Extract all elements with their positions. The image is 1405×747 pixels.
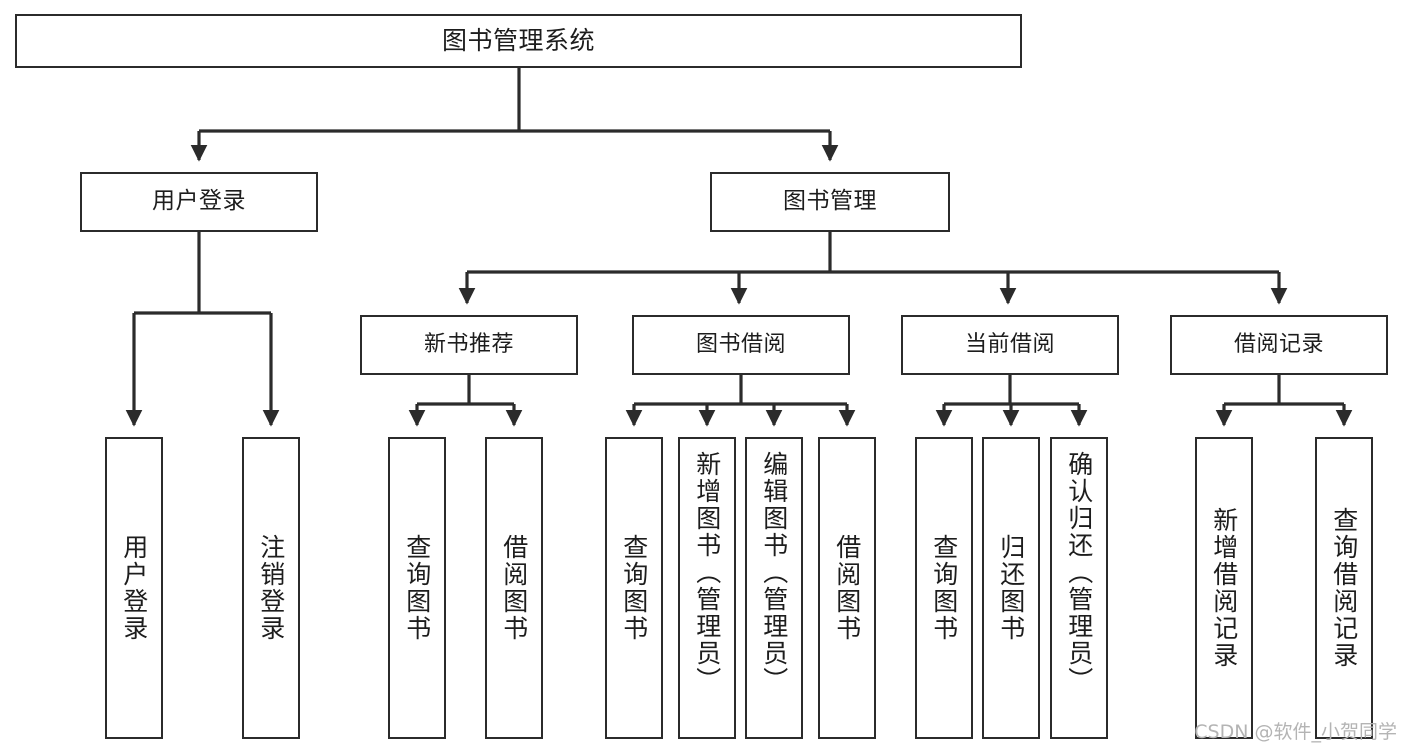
node-leaf-confirm-return-admin[interactable]: 确认归还（管理员） [1050,437,1108,739]
node-leaf-add-book-admin[interactable]: 新增图书（管理员） [678,437,736,739]
node-leaf-query-borrow-record[interactable]: 查询借阅记录 [1315,437,1373,739]
node-leaf-borrow-book[interactable]: 借阅图书 [818,437,876,739]
node-leaf-add-book-admin-label: 新增图书（管理员） [692,451,722,694]
node-book-borrow[interactable]: 图书借阅 [632,315,850,375]
node-leaf-return-book[interactable]: 归还图书 [982,437,1040,739]
node-leaf-query-book-borrow[interactable]: 查询图书 [605,437,663,739]
node-leaf-edit-book-admin-label: 编辑图书（管理员） [759,451,789,694]
node-leaf-query-book-current[interactable]: 查询图书 [915,437,973,739]
node-root-label: 图书管理系统 [441,26,595,55]
node-book-management-label: 图书管理 [783,188,877,215]
node-borrow-record-label: 借阅记录 [1233,331,1324,357]
node-leaf-borrow-book-recommend-label: 借阅图书 [499,534,529,642]
node-user-login-label: 用户登录 [152,188,246,215]
node-leaf-add-borrow-record[interactable]: 新增借阅记录 [1195,437,1253,739]
node-leaf-confirm-return-admin-label: 确认归还（管理员） [1064,451,1094,694]
node-current-borrow-label: 当前借阅 [964,331,1055,357]
node-leaf-query-book-recommend[interactable]: 查询图书 [388,437,446,739]
node-root[interactable]: 图书管理系统 [15,14,1022,68]
node-book-management[interactable]: 图书管理 [710,172,950,232]
node-leaf-query-book-recommend-label: 查询图书 [402,534,432,642]
node-current-borrow[interactable]: 当前借阅 [901,315,1119,375]
node-leaf-user-login[interactable]: 用户登录 [105,437,163,739]
node-leaf-borrow-book-recommend[interactable]: 借阅图书 [485,437,543,739]
node-leaf-query-book-borrow-label: 查询图书 [619,534,649,642]
node-book-borrow-label: 图书借阅 [695,331,786,357]
node-leaf-edit-book-admin[interactable]: 编辑图书（管理员） [745,437,803,739]
node-leaf-query-borrow-record-label: 查询借阅记录 [1329,507,1359,669]
node-user-login[interactable]: 用户登录 [80,172,318,232]
csdn-watermark: CSDN @软件_小贺同学 [1194,721,1397,743]
node-new-book-recommend[interactable]: 新书推荐 [360,315,578,375]
node-leaf-add-borrow-record-label: 新增借阅记录 [1209,507,1239,669]
node-leaf-logout-login[interactable]: 注销登录 [242,437,300,739]
node-leaf-return-book-label: 归还图书 [996,534,1026,642]
node-leaf-user-login-label: 用户登录 [119,534,149,642]
node-leaf-query-book-current-label: 查询图书 [929,534,959,642]
node-new-book-recommend-label: 新书推荐 [423,331,514,357]
node-leaf-logout-login-label: 注销登录 [256,534,286,642]
node-borrow-record[interactable]: 借阅记录 [1170,315,1388,375]
node-leaf-borrow-book-label: 借阅图书 [832,534,862,642]
